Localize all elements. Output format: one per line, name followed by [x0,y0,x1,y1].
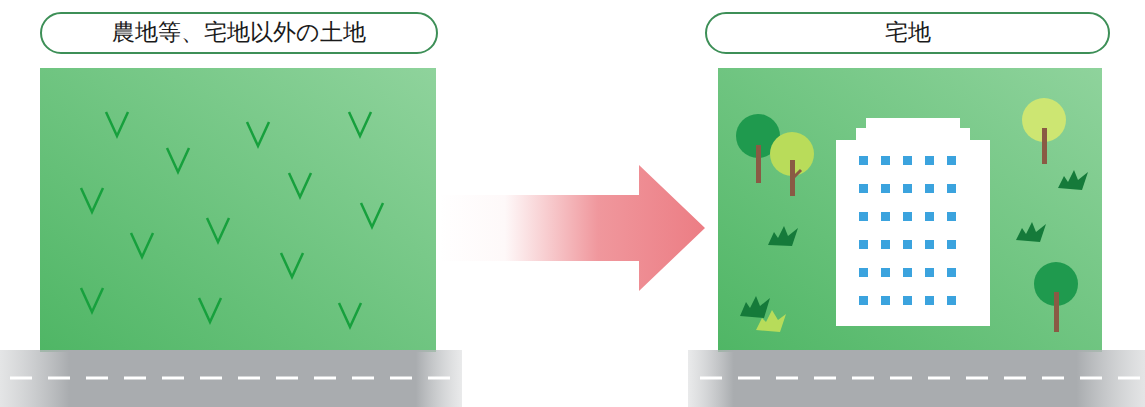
transition-arrow [438,165,705,291]
land-label: 宅地 [885,20,931,45]
road-markings [10,377,1140,380]
label-pill: 宅地 [705,12,1110,54]
residential-lot [718,68,1102,352]
farm-field [40,68,436,352]
label-pill: 農地等、宅地以外の土地 [40,12,438,54]
road [688,350,1145,407]
building [836,118,990,326]
land-panel: 農地等、宅地以外の土地 [40,12,438,352]
crop-marks [81,112,383,327]
road [0,350,462,407]
land-label: 農地等、宅地以外の土地 [112,20,366,45]
land-panel: 宅地 [705,12,1110,352]
grass-tufts [740,170,1088,332]
trees [736,98,1078,332]
